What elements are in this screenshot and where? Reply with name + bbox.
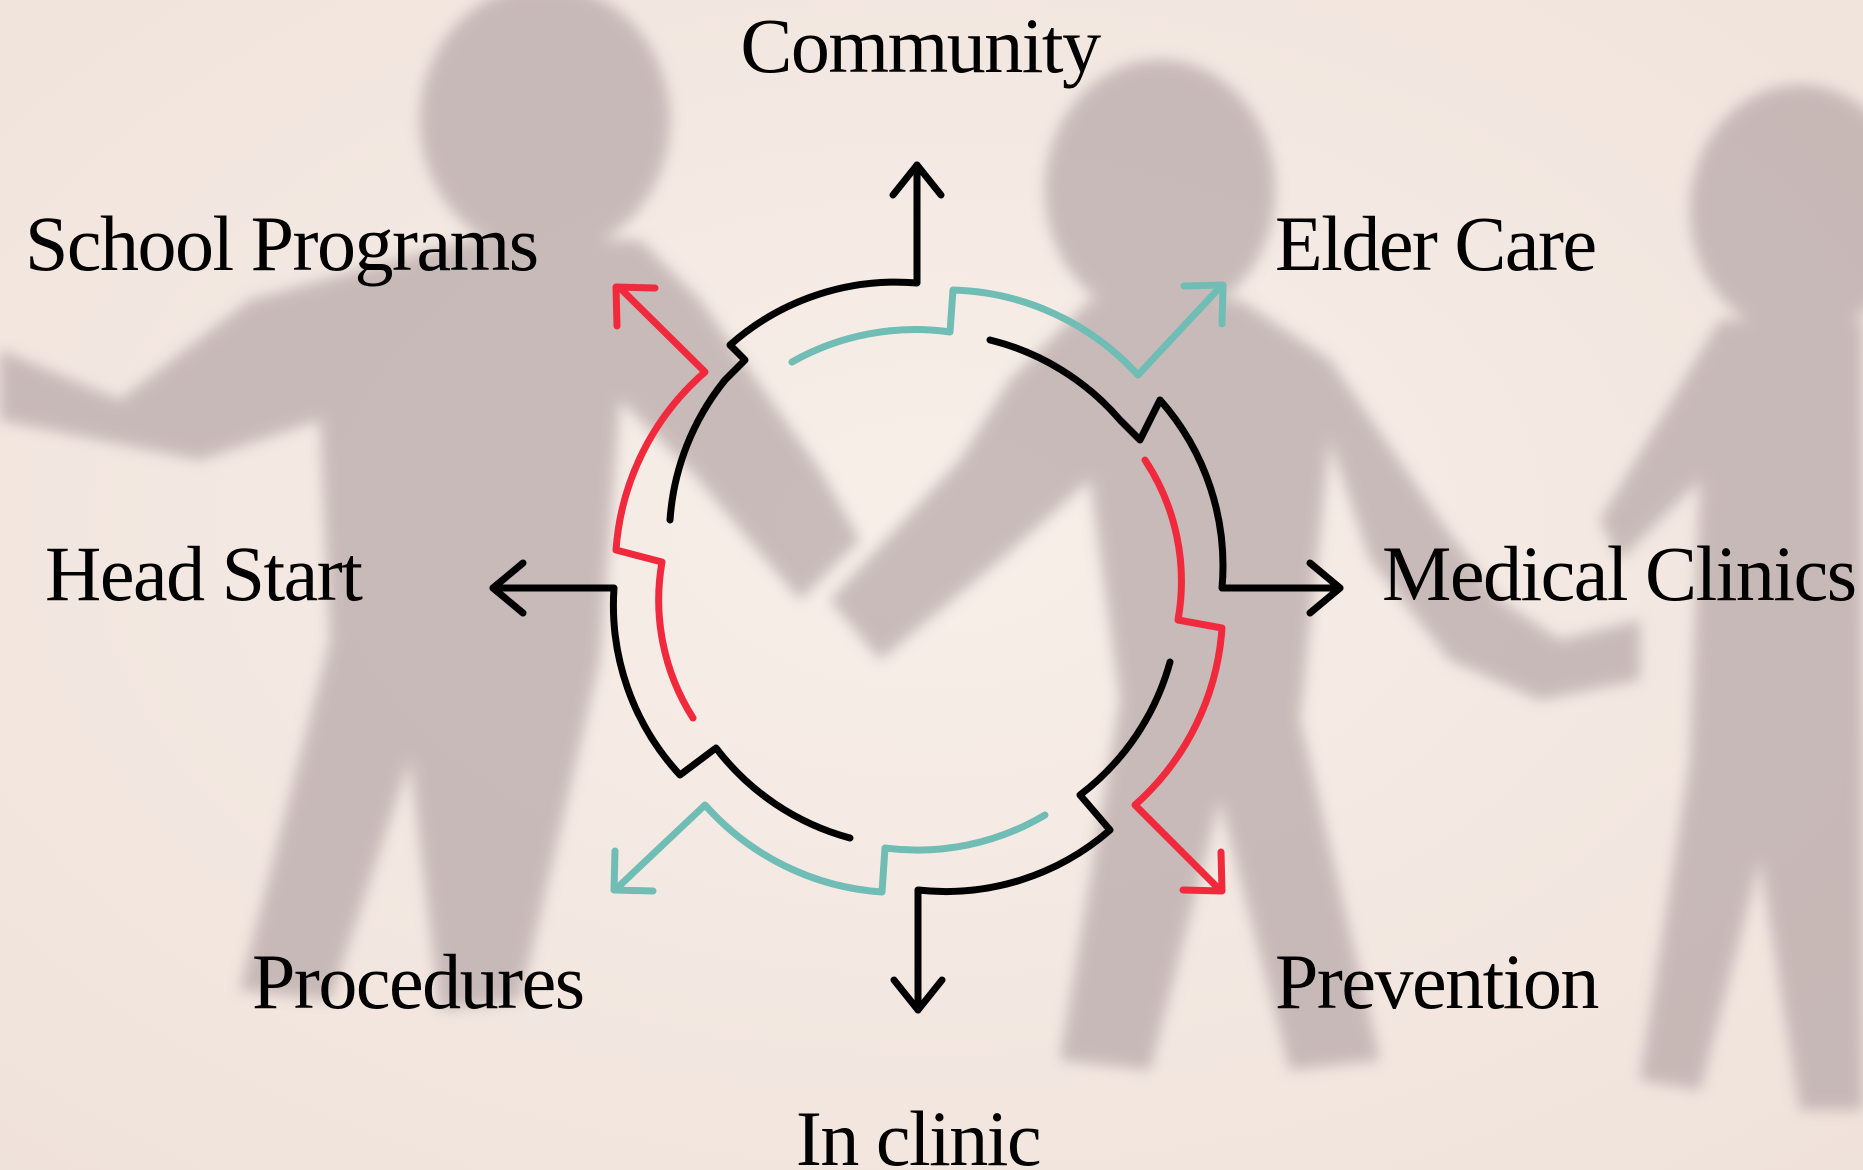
label-medical-clinics: Medical Clinics bbox=[1382, 530, 1856, 617]
label-head-start: Head Start bbox=[45, 530, 363, 617]
arrowhead-up bbox=[889, 161, 945, 199]
ring-black-segment-right bbox=[986, 336, 1344, 592]
arrowhead-right bbox=[1306, 559, 1344, 617]
ring-teal-segment-bottom bbox=[611, 801, 1049, 896]
arrowhead-left bbox=[489, 559, 527, 617]
label-community: Community bbox=[740, 2, 1101, 89]
ring-black-segment-bottom bbox=[914, 658, 1174, 1014]
arrowhead-down bbox=[890, 976, 946, 1014]
ring-black-segment-left bbox=[489, 584, 854, 842]
label-elder-care: Elder Care bbox=[1275, 200, 1596, 287]
arrowhead-red-upleft bbox=[612, 283, 659, 330]
label-procedures: Procedures bbox=[252, 938, 584, 1025]
circular-arrows-cycle-icon bbox=[489, 161, 1344, 1014]
arrowhead-teal-upright bbox=[1180, 281, 1227, 328]
arrowhead-teal-downleft bbox=[610, 847, 657, 895]
ring-red-segment-right bbox=[1131, 456, 1226, 894]
ring-red-segment-left bbox=[612, 284, 709, 722]
paper-people-chain-silhouette-icon bbox=[0, 0, 1863, 1110]
ring-black-segment-top bbox=[666, 161, 921, 524]
label-in-clinic: In clinic bbox=[796, 1095, 1040, 1170]
label-school-programs: School Programs bbox=[25, 200, 538, 287]
arrowhead-red-downright bbox=[1179, 848, 1226, 895]
ring-teal-segment-top bbox=[788, 281, 1226, 379]
label-prevention: Prevention bbox=[1275, 938, 1598, 1025]
